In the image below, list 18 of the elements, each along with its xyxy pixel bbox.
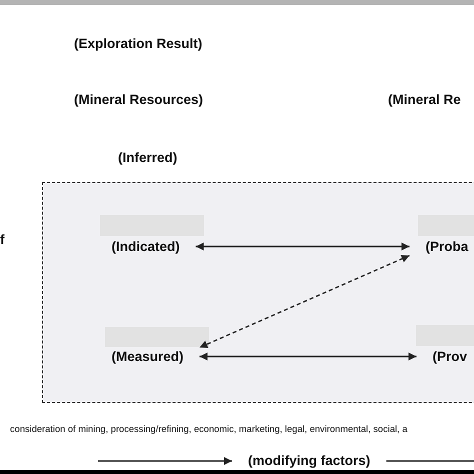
arrow (196, 242, 410, 250)
category-label: (modifying factors) (232, 452, 386, 470)
dashed-arrow (199, 254, 410, 348)
category-label: (Measured) (96, 348, 200, 366)
note-text: consideration of mining, processing/refining, economic, marketing, legal, environmental, social, a (10, 424, 408, 434)
category-label: (Indicated) (96, 238, 196, 256)
dashed-region (42, 182, 474, 403)
category-label: (Proba (410, 238, 474, 256)
line (386, 460, 474, 462)
category-label: (Prov (416, 348, 474, 366)
heading-label: (Mineral Resources) (74, 92, 204, 107)
heading-label: (Inferred) (118, 150, 178, 165)
arrow (200, 352, 416, 360)
arrow (98, 457, 232, 465)
heading-label: f (0, 232, 4, 247)
heading-label: (Exploration Result) (74, 36, 202, 51)
heading-label: (Mineral Re (388, 92, 461, 107)
blank-bar (104, 326, 208, 346)
